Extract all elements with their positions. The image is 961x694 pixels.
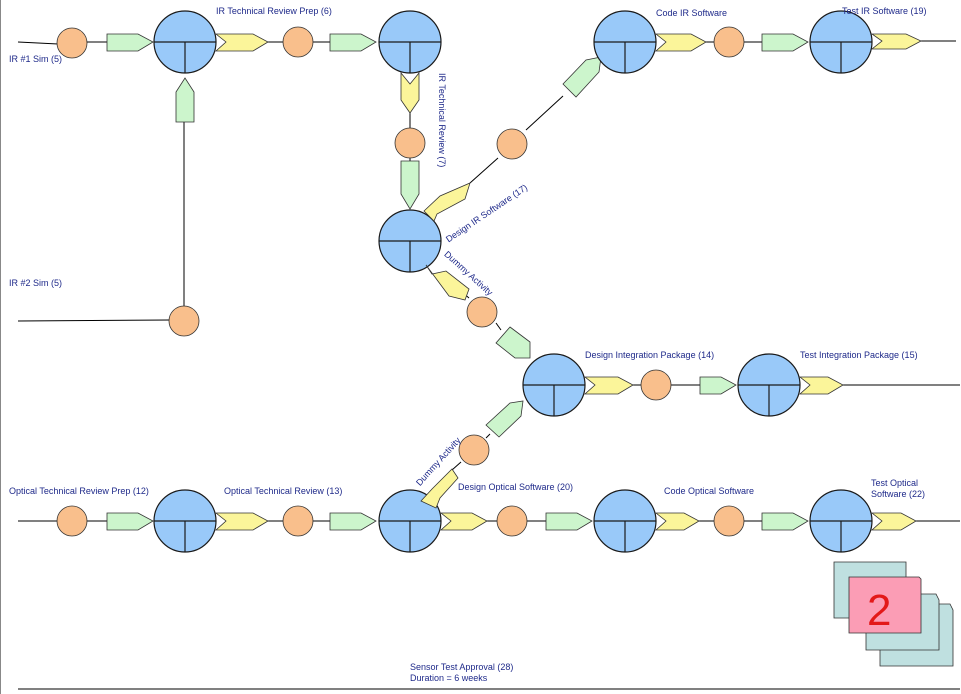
node-test-integration (737, 353, 801, 417)
event-markers (56, 26, 745, 537)
green-tags (106, 33, 809, 531)
label-test-optical-software-2: Software (22) (871, 489, 926, 499)
node-optical-prep (153, 489, 217, 553)
page-stack-icon[interactable]: 1 2 (833, 561, 954, 667)
node-optical-review (378, 489, 442, 553)
label-ir-tech-review: IR Technical Review (7) (437, 73, 447, 168)
label-ir2-sim: IR #2 Sim (5) (9, 278, 63, 288)
node-design-ir (378, 209, 442, 273)
node-test-ir (809, 10, 873, 74)
page-front-number: 2 (867, 586, 891, 635)
label-design-integration-package: Design Integration Package (14) (585, 350, 715, 360)
label-test-integration-package: Test Integration Package (15) (800, 350, 918, 360)
label-code-ir-software: Code IR Software (656, 8, 728, 18)
label-ir-tech-review-prep: IR Technical Review Prep (6) (216, 6, 332, 16)
connector-lines (17, 40, 960, 690)
label-optical-tech-review-prep: Optical Technical Review Prep (12) (9, 486, 149, 496)
label-optical-tech-review: Optical Technical Review (13) (224, 486, 343, 496)
yellow-tags (214, 33, 922, 531)
node-ir-tech-review (378, 10, 442, 74)
node-test-optical (809, 489, 873, 553)
node-design-integration (522, 353, 586, 417)
label-design-optical-software: Design Optical Software (20) (458, 482, 574, 492)
label-test-optical-software-1: Test Optical (871, 478, 919, 488)
node-code-ir (593, 10, 657, 74)
node-code-optical (593, 489, 657, 553)
label-test-ir-software: Test IR Software (19) (842, 6, 927, 16)
label-code-optical-software: Code Optical Software (664, 486, 755, 496)
label-duration: Duration = 6 weeks (410, 673, 488, 683)
label-ir1-sim: IR #1 Sim (5) (9, 54, 63, 64)
activity-nodes (153, 10, 873, 553)
node-ir1-prep (153, 10, 217, 74)
label-sensor-test-approval: Sensor Test Approval (28) (410, 662, 514, 672)
